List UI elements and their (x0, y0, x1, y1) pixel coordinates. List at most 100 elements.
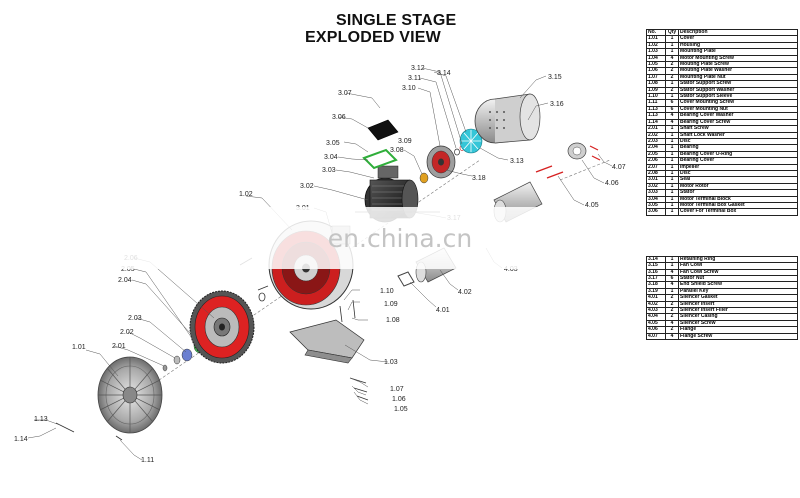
bom-cell-no: 3.06 (646, 208, 666, 216)
callout-label: 1.11 (141, 457, 154, 464)
part-flange-screws (589, 145, 601, 161)
bom-header-row: No. Qty Description (646, 28, 798, 37)
callout-label: 1.14 (14, 436, 28, 443)
callout-label: 4.05 (585, 202, 599, 209)
callout-label: 2.05 (121, 266, 135, 273)
bom-gap (646, 216, 798, 256)
bom-header-description: Description (678, 28, 798, 37)
bom-cell-description: Cover For Terminal Box (678, 208, 798, 216)
part-cooling-fan (459, 128, 483, 154)
part-flange (567, 142, 587, 160)
bom-cell-description: Flange Screw (678, 332, 798, 341)
bom-cell-description: Shaft Lock Washer (678, 131, 798, 139)
bom-cell-description: Impeller (678, 163, 798, 171)
callout-label: 1.09 (384, 301, 398, 308)
part-cover (97, 356, 163, 434)
part-silencer-gasket (397, 271, 415, 287)
callout-label: 1.10 (380, 288, 394, 295)
bom-cell-description: Stator (678, 189, 798, 197)
bom-cell-description: Bearing Cover O-Ring (678, 150, 798, 159)
bom-cell-description: Motor Rotor (678, 182, 798, 191)
bom-cell-description: Bearing Cover (678, 157, 798, 165)
callout-label: 2.01 (112, 343, 126, 350)
callout-label: 2.03 (128, 315, 142, 322)
watermark: en.china.cn (120, 207, 680, 269)
callout-label: 1.01 (72, 344, 86, 351)
callout-label: 1.02 (239, 191, 253, 198)
title-line-2: EXPLODED VIEW (305, 29, 441, 46)
callout-label: 3.13 (510, 158, 524, 165)
callout-label: 3.07 (338, 90, 352, 97)
callout-label: 1.06 (392, 396, 406, 403)
callout-label: 3.09 (398, 138, 412, 145)
callout-label: 3.06 (332, 114, 346, 121)
bom-cell-qty: 1 (665, 208, 679, 216)
callout-leaders (27, 67, 613, 461)
callout-label: 4.07 (612, 164, 626, 171)
callout-label: 1.07 (390, 386, 404, 393)
bom-cell-no: 4.07 (646, 332, 666, 341)
callout-label: 3.15 (548, 74, 562, 81)
bom-cell-description: Shaft Screw (678, 125, 798, 133)
bom-cell-description: Motor Mounting Screw (678, 54, 798, 63)
callout-label: 2.04 (118, 277, 132, 284)
callout-label: 2.02 (120, 329, 134, 336)
callout-label: 3.04 (324, 154, 338, 161)
callout-label: 3.02 (300, 183, 314, 190)
part-terminal-block (377, 165, 399, 179)
part-silencer-screws (535, 165, 564, 179)
callout-label: 4.01 (436, 307, 450, 314)
title-line-1: SINGLE STAGE (336, 12, 457, 29)
part-mounting-plate (289, 299, 365, 364)
bom-cell-description: Seal (678, 176, 798, 184)
bom-cell-description: Disc (678, 169, 798, 178)
part-impeller (189, 290, 255, 364)
callout-label: 3.11 (408, 75, 421, 82)
bom-cell-description: Mounting Plate (678, 48, 798, 56)
callout-label: 3.14 (437, 70, 451, 77)
part-end-shield (426, 145, 456, 179)
callout-label: 3.16 (550, 101, 564, 108)
bom-cell-description: Housing (678, 41, 798, 50)
callout-label: 4.03 (504, 266, 518, 273)
bom-cell-description: Bearing (678, 144, 798, 152)
part-terminal-gasket (362, 148, 398, 170)
callout-label: 4.06 (605, 180, 619, 187)
callout-label: 1.05 (394, 406, 408, 413)
bom-cell-description: Disc (678, 137, 798, 146)
callout-label: 3.10 (402, 85, 416, 92)
part-parallel-key (419, 172, 429, 184)
bom-cell-description: Motor Terminal Box Gasket (678, 201, 798, 210)
part-plate-hardware (349, 377, 369, 401)
part-fan-cowl (474, 93, 541, 144)
part-terminal-cover (367, 119, 399, 141)
callout-label: 3.05 (326, 140, 340, 147)
callout-label: 3.12 (411, 65, 425, 72)
callout-label: 3.18 (472, 175, 486, 182)
watermark-text: en.china.cn (327, 223, 473, 253)
callout-label: 1.13 (34, 416, 48, 423)
bom-cell-qty: 4 (665, 332, 679, 341)
callout-label: 4.02 (458, 289, 472, 296)
